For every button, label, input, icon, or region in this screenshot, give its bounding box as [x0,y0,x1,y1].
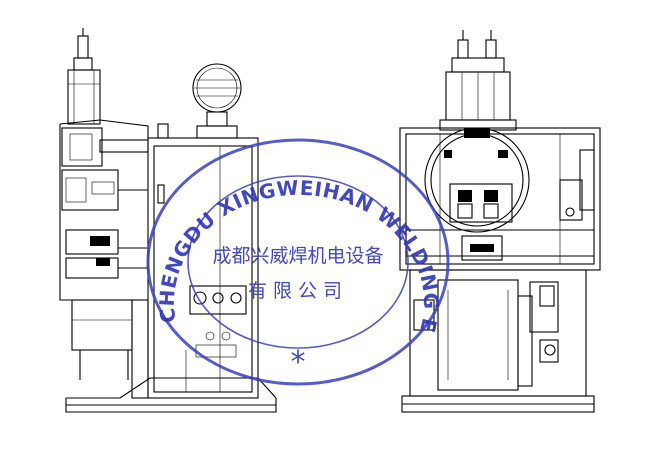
side-view-machine [59,28,277,413]
seal-star-icon: * [291,345,306,380]
company-seal: CHENGDU XINGWEIHAN WELDING EQUIPMENT CO.… [0,0,450,386]
seal-chinese-name-line2: 有限公司 [248,280,348,302]
seal-chinese-name-line1: 成都兴威焊机电设备 [212,245,383,267]
seal-outer-ring [146,138,450,386]
seal-inner-ring [187,175,409,349]
seal-english-name: CHENGDU XINGWEIHAN WELDING EQUIPMENT CO.… [0,0,443,335]
front-view-machine [399,30,601,413]
